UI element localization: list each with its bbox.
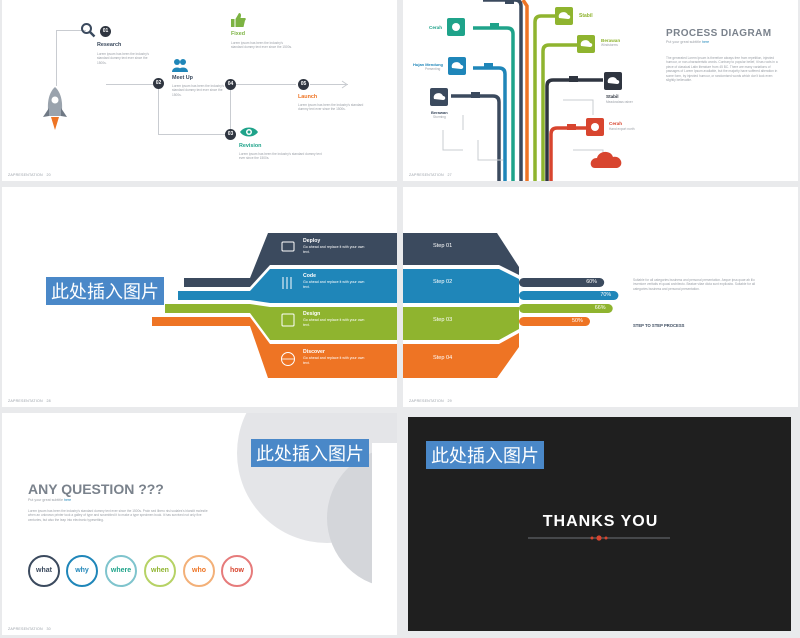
band-design: Design Go ahead and replace it with your… xyxy=(303,311,365,327)
percent-label: 66% xyxy=(594,305,606,311)
weather-sub: Presenting xyxy=(425,67,441,71)
page-title: PROCESS DIAGRAM xyxy=(666,28,772,39)
path-line xyxy=(158,134,230,135)
path-line xyxy=(158,84,159,134)
users-icon xyxy=(172,59,188,72)
step-text: Lorem ipsum has been the industry's stan… xyxy=(231,41,292,50)
slide-thanks[interactable]: 此处插入图片 THANKS YOU xyxy=(403,413,798,635)
weather-label: Stabil xyxy=(606,94,619,99)
path-line xyxy=(56,30,86,31)
question-when[interactable]: when xyxy=(144,555,176,587)
description: Suitable for all categories business and… xyxy=(633,278,756,291)
subtitle: Put your great subtitle here xyxy=(666,40,710,44)
step-number: 02 xyxy=(153,78,164,89)
footer: ZAPRESENTATION 27 xyxy=(409,173,452,177)
subtitle: Put your great subtitle here xyxy=(28,498,72,502)
step-number: 03 xyxy=(225,129,236,140)
image-placeholder: 此处插入图片 xyxy=(46,277,164,305)
footer: ZAPRESENTATION 20 xyxy=(8,173,51,177)
step-title-revision: Revision xyxy=(239,143,262,149)
path-line xyxy=(56,30,57,86)
body-text: The generated Lorem Ipsum is therefore a… xyxy=(666,56,778,83)
step-title-launch: Launch xyxy=(298,94,318,100)
body-text: Lorem ipsum has been the industry's stan… xyxy=(28,509,208,522)
percent-label: 50% xyxy=(572,318,583,324)
question-who[interactable]: who xyxy=(183,555,215,587)
slide-process-timeline[interactable]: 01 Research Lorem ipsum has been the ind… xyxy=(2,0,397,181)
weather-label: Stabil xyxy=(579,13,593,19)
percent-label: 60% xyxy=(586,279,597,285)
arrow-right-icon xyxy=(314,80,348,89)
question-where[interactable]: where xyxy=(105,555,137,587)
progress-bars xyxy=(519,278,619,326)
divider xyxy=(528,535,670,541)
rocket-icon xyxy=(43,87,67,130)
weather-sub: Storming xyxy=(433,115,446,119)
question-why[interactable]: why xyxy=(66,555,98,587)
path-line xyxy=(230,84,231,134)
image-placeholder: 此处插入图片 xyxy=(251,439,369,467)
pipe-diagram xyxy=(430,0,622,181)
search-icon xyxy=(81,23,96,38)
path-line xyxy=(236,84,296,85)
question-what[interactable]: what xyxy=(28,555,60,587)
footer: ZAPRESENTATION 29 xyxy=(409,399,452,403)
weather-label: Cerah xyxy=(609,121,623,126)
slide-bands-left[interactable]: 此处插入图片 Deploy Go ahead and replace it wi… xyxy=(2,187,397,407)
step-text: Lorem ipsum has been the industry's stan… xyxy=(298,103,364,112)
thanks-heading: THANKS YOU xyxy=(542,513,659,530)
step-number: 04 xyxy=(225,79,236,90)
step-label: Step 01 xyxy=(433,243,453,249)
step-label: Step 02 xyxy=(433,279,453,285)
caption: STEP TO STEP PROCESS xyxy=(633,323,685,328)
step-number: 01 xyxy=(100,26,111,37)
band-shapes xyxy=(403,233,619,378)
weather-label: Cerah xyxy=(429,25,443,30)
step-label: Step 03 xyxy=(433,317,453,323)
step-title-fixed: Fixed xyxy=(231,31,246,37)
percent-label: 70% xyxy=(600,292,612,298)
page-title: ANY QUESTION ??? xyxy=(28,481,164,497)
weather-label: Hujan Mendung xyxy=(413,62,443,67)
weather-label: Berawan xyxy=(601,38,621,43)
footer: ZAPRESENTATION 30 xyxy=(8,627,51,631)
footer: ZAPRESENTATION 28 xyxy=(8,399,51,403)
step-text: Lorem ipsum has been the industry's stan… xyxy=(172,84,224,97)
eye-icon xyxy=(240,127,258,137)
step-text: Lorem ipsum has been the industry's stan… xyxy=(97,52,149,65)
weather-sub: Hand export north xyxy=(609,127,635,131)
slide-bands-right[interactable]: Step 01 Step 02 Step 03 Step 04 60% 70% … xyxy=(403,187,798,407)
step-number: 05 xyxy=(298,79,309,90)
image-placeholder: 此处插入图片 xyxy=(426,441,544,469)
step-title-meet-up: Meet Up xyxy=(172,75,193,81)
band-discover: Discover Go ahead and replace it with yo… xyxy=(303,349,365,365)
step-label: Step 04 xyxy=(433,355,453,361)
question-how[interactable]: how xyxy=(221,555,253,587)
step-text: Lorem ipsum has been the industry's stan… xyxy=(239,152,322,161)
slide-any-question[interactable]: 此处插入图片 ANY QUESTION ??? Put your great s… xyxy=(2,413,397,635)
band-deploy: Deploy Go ahead and replace it with your… xyxy=(303,238,365,254)
thumbs-up-icon xyxy=(231,13,246,27)
weather-label: Berawan xyxy=(431,110,448,115)
path-line xyxy=(106,84,156,85)
step-title-research: Research xyxy=(97,42,122,48)
weather-sub: Meadowlass rainer xyxy=(606,100,633,104)
slide-process-diagram[interactable]: Cerah Hujan Mendung Presenting Berawan S… xyxy=(403,0,798,181)
band-shapes xyxy=(152,233,397,378)
band-code: Code Go ahead and replace it with your o… xyxy=(303,273,365,289)
weather-sub: Windstorms xyxy=(601,43,618,47)
